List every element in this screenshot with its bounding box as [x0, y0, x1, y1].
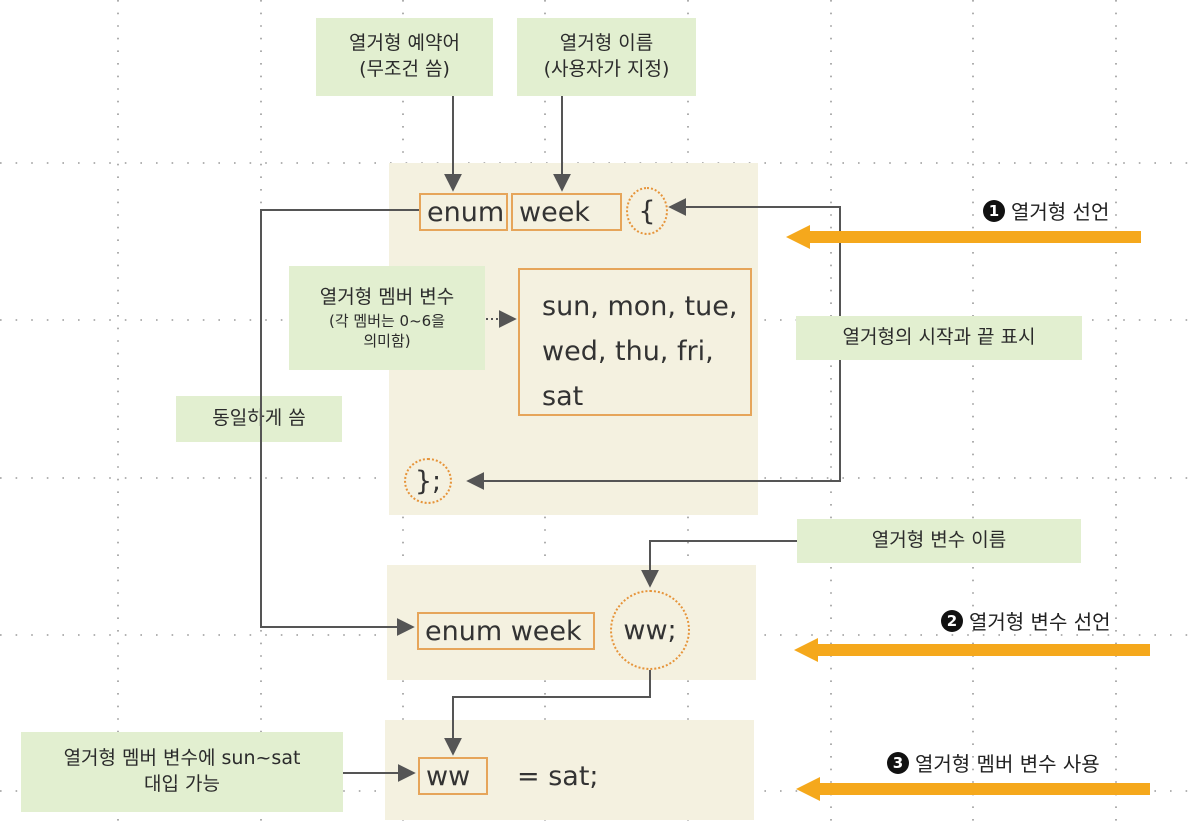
- step-1: 1 열거형 선언: [983, 196, 1109, 225]
- start-end-label: 열거형의 시작과 끝 표시: [796, 316, 1082, 360]
- step-2-number: 2: [941, 609, 963, 632]
- assign-label: 열거형 멤버 변수에 sun~sat 대입 가능: [21, 732, 343, 812]
- open-brace-circle: {: [626, 187, 668, 235]
- start-end-label-text: 열거형의 시작과 끝 표시: [842, 326, 1036, 349]
- enum-member-label: 열거형 멤버 변수 (각 멤버는 0~6을 의미함): [289, 266, 485, 370]
- assign-rest-code: = sat;: [517, 761, 599, 792]
- enum-name-label-line1: 열거형 이름: [559, 32, 654, 55]
- enum-name-label-line2: (사용자가 지정): [543, 58, 670, 80]
- step-3: 3 열거형 멤버 변수 사용: [887, 748, 1100, 777]
- same-write-label-text: 동일하게 씀: [212, 407, 306, 430]
- enum-member-label-line3: 의미함): [363, 331, 411, 350]
- assign-var-box: ww: [418, 757, 488, 795]
- step-1-number: 1: [983, 199, 1005, 222]
- step-2: 2 열거형 변수 선언: [941, 606, 1111, 635]
- decl-var-circle: ww;: [610, 590, 690, 670]
- enum-variable-name-label: 열거형 변수 이름: [797, 519, 1081, 563]
- step-2-text: 열거형 변수 선언: [969, 610, 1111, 634]
- decl-type-box: enum week: [417, 612, 595, 650]
- enum-variable-name-label-text: 열거형 변수 이름: [871, 529, 1007, 552]
- same-write-label: 동일하게 씀: [176, 396, 342, 442]
- enum-name-box: week: [511, 193, 622, 231]
- enum-members-line2: wed, thu, fri,: [542, 336, 714, 367]
- assign-var-code: ww: [426, 760, 471, 792]
- enum-keyword-code: enum: [427, 196, 505, 228]
- close-brace-code: };: [414, 465, 442, 497]
- decl-var-code: ww;: [623, 614, 677, 646]
- enum-member-label-line2: (각 멤버는 0~6을: [328, 311, 446, 330]
- step-3-number: 3: [887, 751, 909, 774]
- enum-keyword-label: 열거형 예약어 (무조건 씀): [316, 18, 493, 96]
- assign-label-line1: 열거형 멤버 변수에 sun~sat: [63, 747, 301, 770]
- step-3-text: 열거형 멤버 변수 사용: [915, 752, 1100, 776]
- step-1-text: 열거형 선언: [1011, 200, 1110, 224]
- enum-keyword-label-line2: (무조건 씀): [359, 58, 450, 80]
- enum-name-label: 열거형 이름 (사용자가 지정): [517, 18, 696, 96]
- assign-label-line2: 대입 가능: [144, 773, 220, 795]
- enum-name-code: week: [519, 196, 590, 228]
- enum-keyword-label-line1: 열거형 예약어: [349, 32, 460, 55]
- close-brace-circle: };: [404, 458, 452, 504]
- decl-type-code: enum week: [425, 615, 582, 647]
- enum-members-line3: sat: [542, 381, 584, 412]
- open-brace-code: {: [638, 195, 656, 227]
- enum-members-box: sun, mon, tue, wed, thu, fri, sat: [518, 268, 752, 416]
- enum-members-line1: sun, mon, tue,: [542, 291, 738, 322]
- enum-member-label-line1: 열거형 멤버 변수: [319, 285, 455, 308]
- enum-keyword-box: enum: [419, 193, 508, 231]
